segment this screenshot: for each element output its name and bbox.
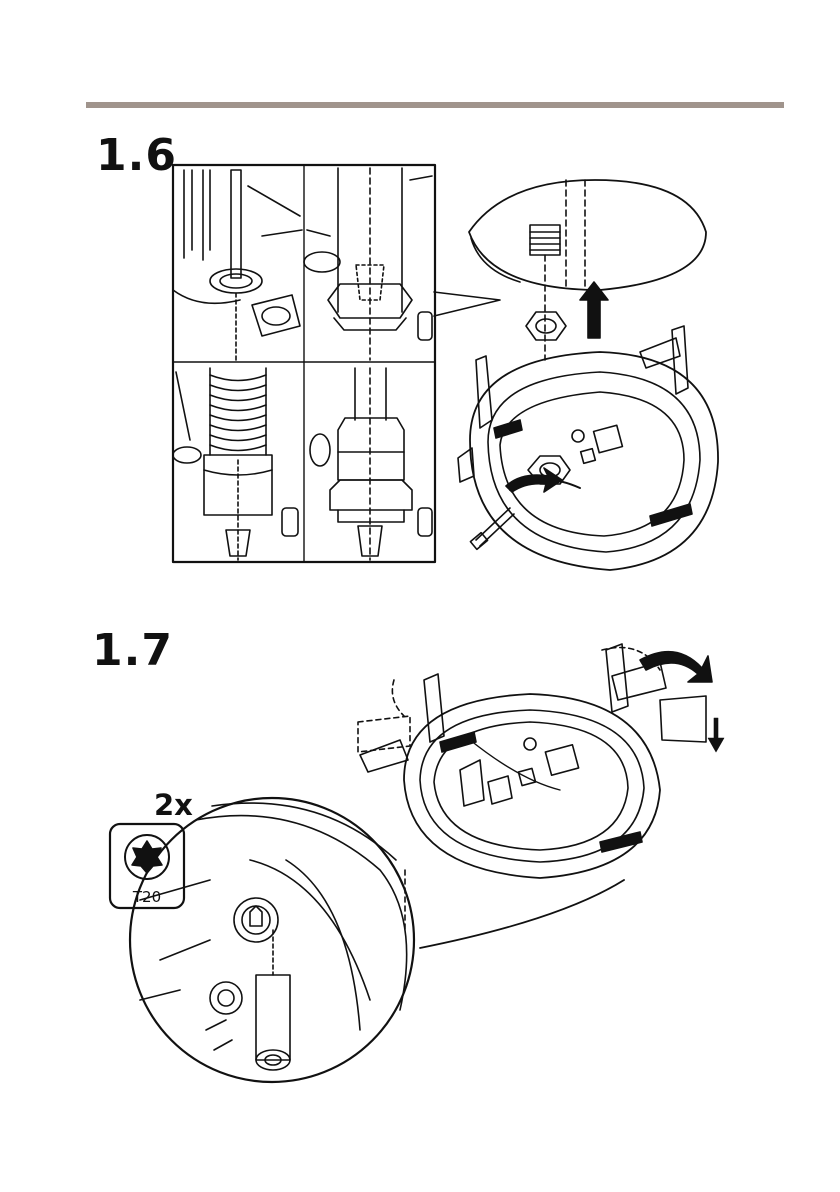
- panel-gland-nut: [304, 168, 432, 360]
- panel-compression-fitting: [310, 368, 432, 560]
- gland-detail-panels: [173, 165, 435, 562]
- magnifier-tail: [420, 880, 624, 948]
- arrow-down-icon: [708, 718, 724, 752]
- rotate-arrow-icon: [640, 652, 712, 682]
- screw-quantity: 2x: [154, 788, 193, 822]
- torx-bit-label: T20: [110, 888, 184, 906]
- rotate-arrow-icon: [506, 468, 562, 492]
- mount-bracket-1-6: [458, 326, 718, 570]
- gland-nut-hole: [536, 319, 556, 333]
- panel-cable-through-hole: [173, 170, 302, 360]
- mount-bracket-1-7: [358, 644, 706, 878]
- callout-pointer: [434, 292, 500, 316]
- gland-nut: [526, 312, 566, 340]
- screw-magnifier: [130, 798, 414, 1082]
- panel-flex-conduit: [173, 368, 298, 560]
